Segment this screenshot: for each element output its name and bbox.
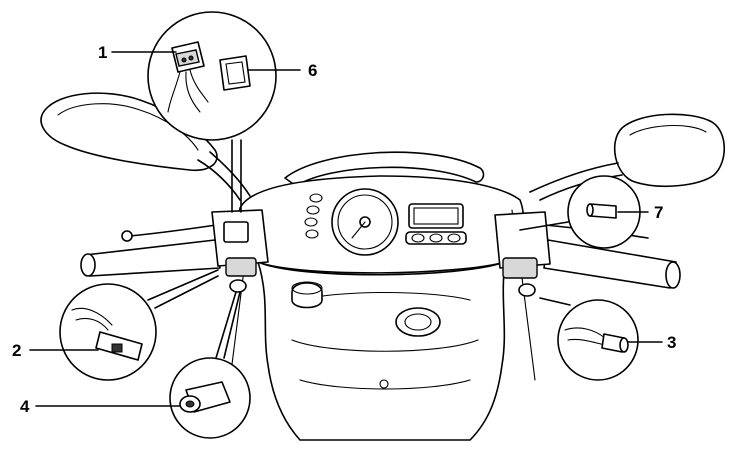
right-mirror <box>529 113 725 201</box>
callout-label-2: 2 <box>12 341 21 360</box>
right-grip <box>494 211 681 297</box>
left-grip <box>80 209 269 293</box>
detail-circle-socket-3 <box>539 297 639 381</box>
callout-label-7: 7 <box>654 203 663 222</box>
left-mirror <box>40 92 251 201</box>
callout-label-3: 3 <box>667 333 676 352</box>
detail-circle-switch-2 <box>59 269 219 381</box>
instrument-cluster <box>304 188 467 256</box>
detail-circle-switch-cap <box>147 11 277 213</box>
callout-label-4: 4 <box>20 397 30 416</box>
detail-circle-button-4 <box>169 291 251 439</box>
callout-label-1: 1 <box>98 43 107 62</box>
callout-label-6: 6 <box>308 61 317 80</box>
